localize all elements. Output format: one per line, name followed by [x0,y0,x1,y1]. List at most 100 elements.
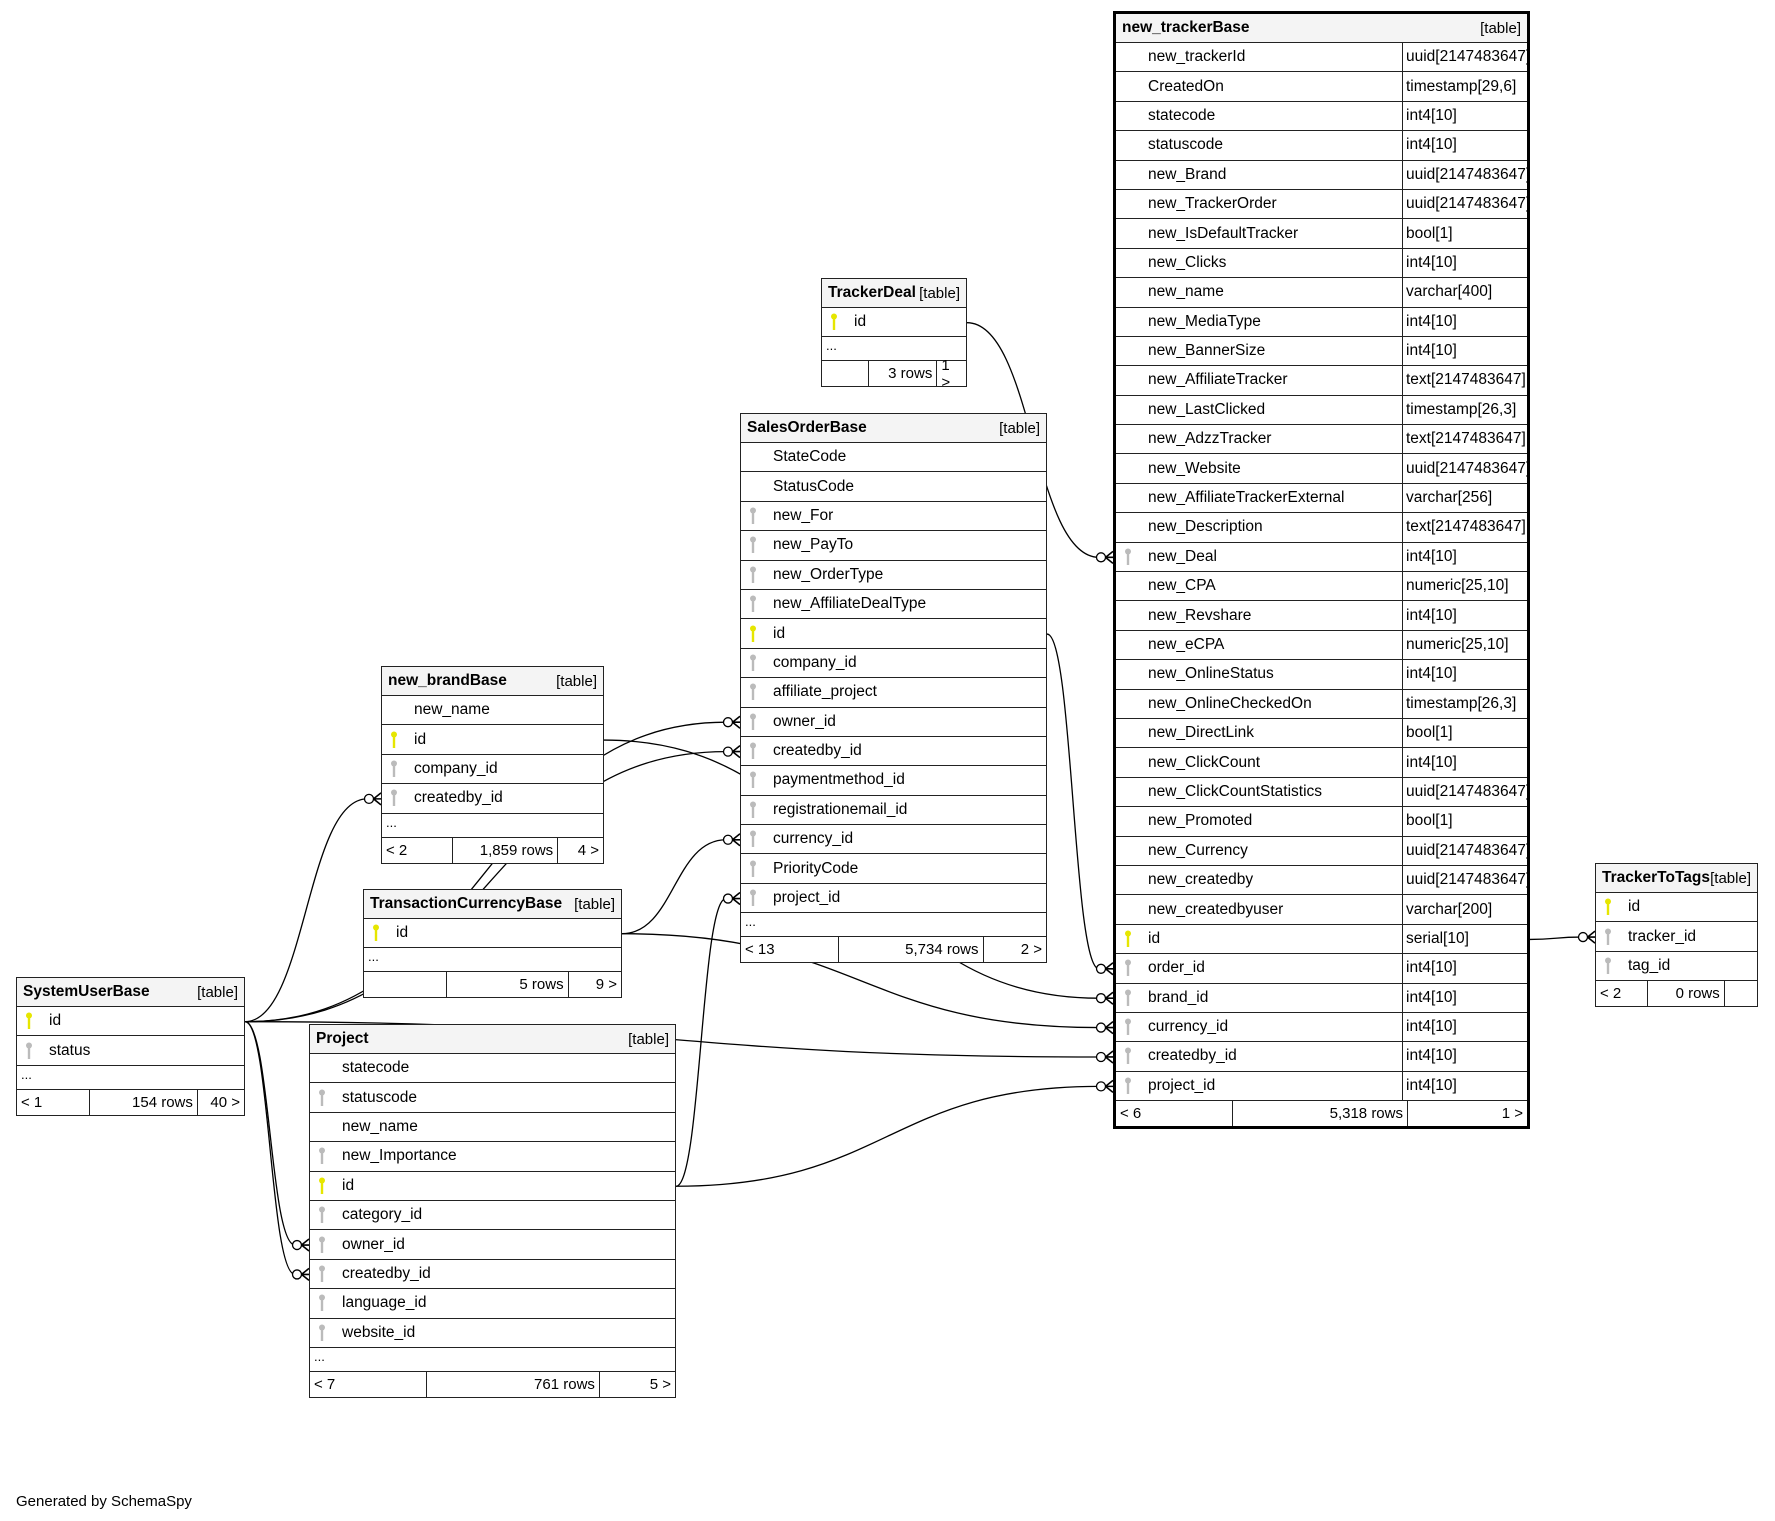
column-row[interactable]: affiliate_project [741,678,1046,708]
column-row[interactable]: project_id [741,884,1046,914]
parents-link[interactable]: < 6 [1116,1101,1233,1127]
column-row[interactable]: statuscode [310,1083,675,1113]
column-row[interactable]: new_AffiliateDealType [741,590,1046,620]
column-row[interactable]: PriorityCode [741,854,1046,884]
children-link[interactable]: 1 > [1501,1105,1523,1123]
column-row[interactable]: language_id [310,1289,675,1319]
column-row[interactable]: statecode [310,1054,675,1084]
column-row[interactable]: id [310,1172,675,1201]
column-row[interactable]: id [1596,893,1757,923]
column-row[interactable]: id [382,725,603,755]
parents-link[interactable]: < 2 [1596,981,1649,1007]
column-row[interactable]: tracker_id [1596,922,1757,952]
parents-link[interactable] [822,361,869,387]
column-row[interactable]: new_name [382,696,603,726]
column-row[interactable]: new_name [310,1113,675,1143]
column-row[interactable]: id [741,619,1046,649]
table-header[interactable]: TrackerToTags[table] [1596,864,1757,893]
table-header[interactable]: new_trackerBase[table] [1116,14,1527,43]
table-header[interactable]: TrackerDeal[table] [822,279,966,308]
column-row[interactable]: owner_id [741,708,1046,737]
column-row[interactable]: StatusCode [741,472,1046,502]
column-row[interactable]: owner_id [310,1230,675,1260]
children-link[interactable]: 5 > [649,1375,671,1393]
table-transactioncurrencybase[interactable]: TransactionCurrencyBase[table]id...5 row… [363,889,622,999]
children-link[interactable] [1725,981,1757,1006]
column-row[interactable]: new_PayTo [741,531,1046,561]
parents-link[interactable]: < 2 [382,837,454,863]
children-link[interactable]: 4 > [577,841,599,859]
parents-link[interactable] [364,972,447,998]
children-link[interactable]: 1 > [941,356,951,391]
column-row[interactable]: paymentmethod_id [741,766,1046,796]
parents-link[interactable]: < 13 [741,937,840,963]
children-link[interactable]: 40 > [210,1093,240,1111]
column-row[interactable]: website_id [310,1319,675,1348]
column-row[interactable]: status [17,1036,244,1066]
table-header[interactable]: new_brandBase[table] [382,667,603,696]
table-header[interactable]: SystemUserBase[table] [17,978,244,1007]
table-header[interactable]: TransactionCurrencyBase[table] [364,890,621,919]
children-link[interactable]: 2 > [1020,941,1042,959]
column-row[interactable]: company_id [741,649,1046,679]
column-row[interactable]: new_Importance [310,1142,675,1172]
column-row[interactable]: tag_id [1596,952,1757,982]
column-row[interactable]: id [364,919,621,949]
column-row[interactable]: new_OrderType [741,561,1046,590]
column-row[interactable]: createdby_id [741,737,1046,767]
table-header[interactable]: Project[table] [310,1025,675,1054]
table-header[interactable]: SalesOrderBase[table] [741,414,1046,443]
column-row[interactable]: createdby_id [310,1260,675,1290]
parents-link[interactable]: < 1 [17,1089,91,1115]
parents-link[interactable]: < 7 [310,1371,428,1397]
column-row[interactable]: registrationemail_id [741,796,1046,826]
column-row[interactable]: new_For [741,502,1046,532]
column-row[interactable]: id [822,308,966,338]
column-row[interactable]: company_id [382,755,603,785]
column-row[interactable]: id [17,1007,244,1037]
column-row[interactable]: currency_id [741,825,1046,855]
column-row[interactable]: createdby_id [382,784,603,814]
